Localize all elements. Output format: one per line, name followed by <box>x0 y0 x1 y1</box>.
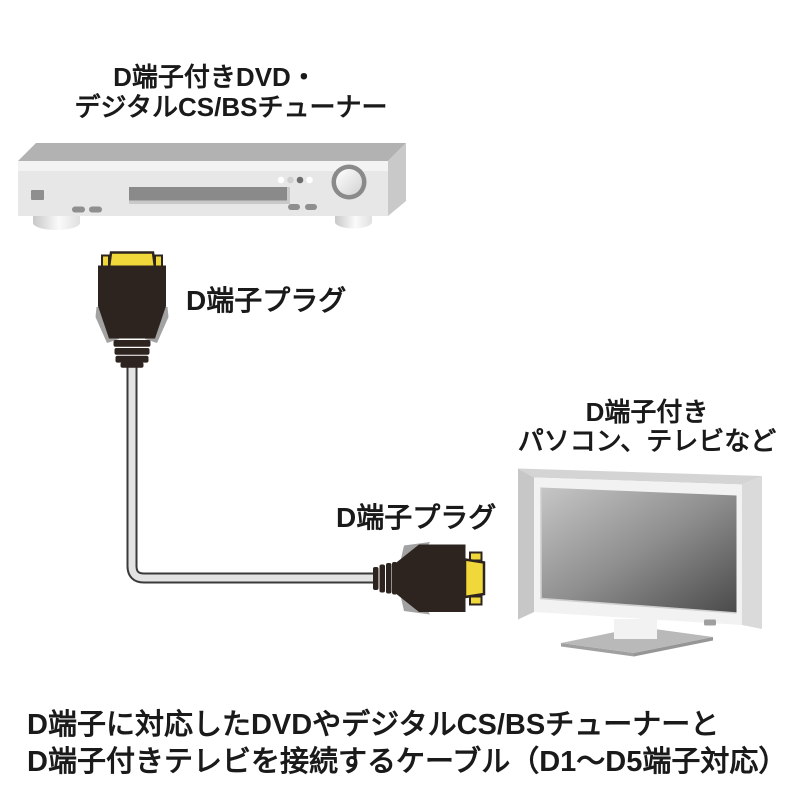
monitor-left-face <box>518 468 534 620</box>
d-terminal-cable <box>126 362 374 584</box>
dvd-indicator-dot <box>277 176 285 184</box>
plug-strain-relief <box>373 567 379 590</box>
dvd-knob <box>336 169 362 195</box>
d-terminal-plug-top <box>95 251 169 368</box>
stand-base-side <box>634 637 713 657</box>
plug-strain-relief <box>113 340 151 347</box>
plug-strain-relief <box>115 355 149 363</box>
monitor-right-face <box>742 476 762 629</box>
source-device-label-line2: デジタルCS/BSチューナー <box>75 92 388 122</box>
dvd-disc-tray <box>129 187 287 201</box>
dvd-right-face <box>388 143 406 216</box>
monitor-indicator <box>704 619 716 626</box>
plug-bottom-label: D端子プラグ <box>336 502 496 533</box>
plug-body <box>98 265 166 339</box>
dvd-player-illustration <box>18 143 406 230</box>
dvd-right-foot <box>335 216 372 229</box>
monitor-top-face <box>518 468 762 485</box>
plug-connector-tip <box>107 251 157 269</box>
plug-strain-relief <box>114 348 150 355</box>
plug-body <box>397 544 466 612</box>
target-device-label-line1: D端子付き <box>586 397 709 427</box>
plug-strain-relief <box>379 564 385 593</box>
plug-connector-tip <box>463 558 486 599</box>
dvd-front-button <box>288 204 300 210</box>
stand-neck <box>614 619 657 639</box>
plug-strain-relief <box>120 362 144 368</box>
caption-line2: D端子付きテレビを接続するケーブル（D1〜D5端子対応） <box>27 744 787 778</box>
monitor-screen <box>541 487 737 613</box>
cable-core <box>128 362 374 582</box>
caption-line1: D端子に対応したDVDやデジタルCS/BSチューナーと <box>27 707 719 741</box>
stand-base-top <box>561 627 713 653</box>
dvd-indicator-dot <box>306 176 313 184</box>
dvd-left-foot <box>33 216 80 230</box>
labels: D端子付きDVD・ デジタルCS/BSチューナー D端子プラグ D端子付き パソ… <box>27 62 787 778</box>
plug-top-label: D端子プラグ <box>186 285 346 316</box>
screen-edge-highlight <box>540 487 737 614</box>
plug-latch-tab <box>469 595 483 606</box>
dvd-front-button <box>72 206 85 213</box>
dvd-front-button <box>305 204 317 210</box>
dvd-top-face <box>18 143 406 161</box>
target-device-label-line2: パソコン、テレビなど <box>518 426 776 456</box>
dvd-front-button <box>89 206 102 213</box>
source-device-label-line1: D端子付きDVD・ <box>113 62 317 92</box>
dvd-front-highlight <box>18 161 388 171</box>
plug-strain-relief <box>392 562 398 595</box>
dvd-indicator-dot <box>287 176 294 184</box>
monitor-illustration <box>518 468 762 657</box>
cable-outline <box>126 362 374 584</box>
stand-base-side <box>561 643 634 657</box>
d-terminal-plug-bottom <box>373 542 486 615</box>
dvd-power-button <box>31 190 44 200</box>
dvd-indicator-dot <box>296 176 304 184</box>
plug-strain-relief <box>386 563 392 594</box>
